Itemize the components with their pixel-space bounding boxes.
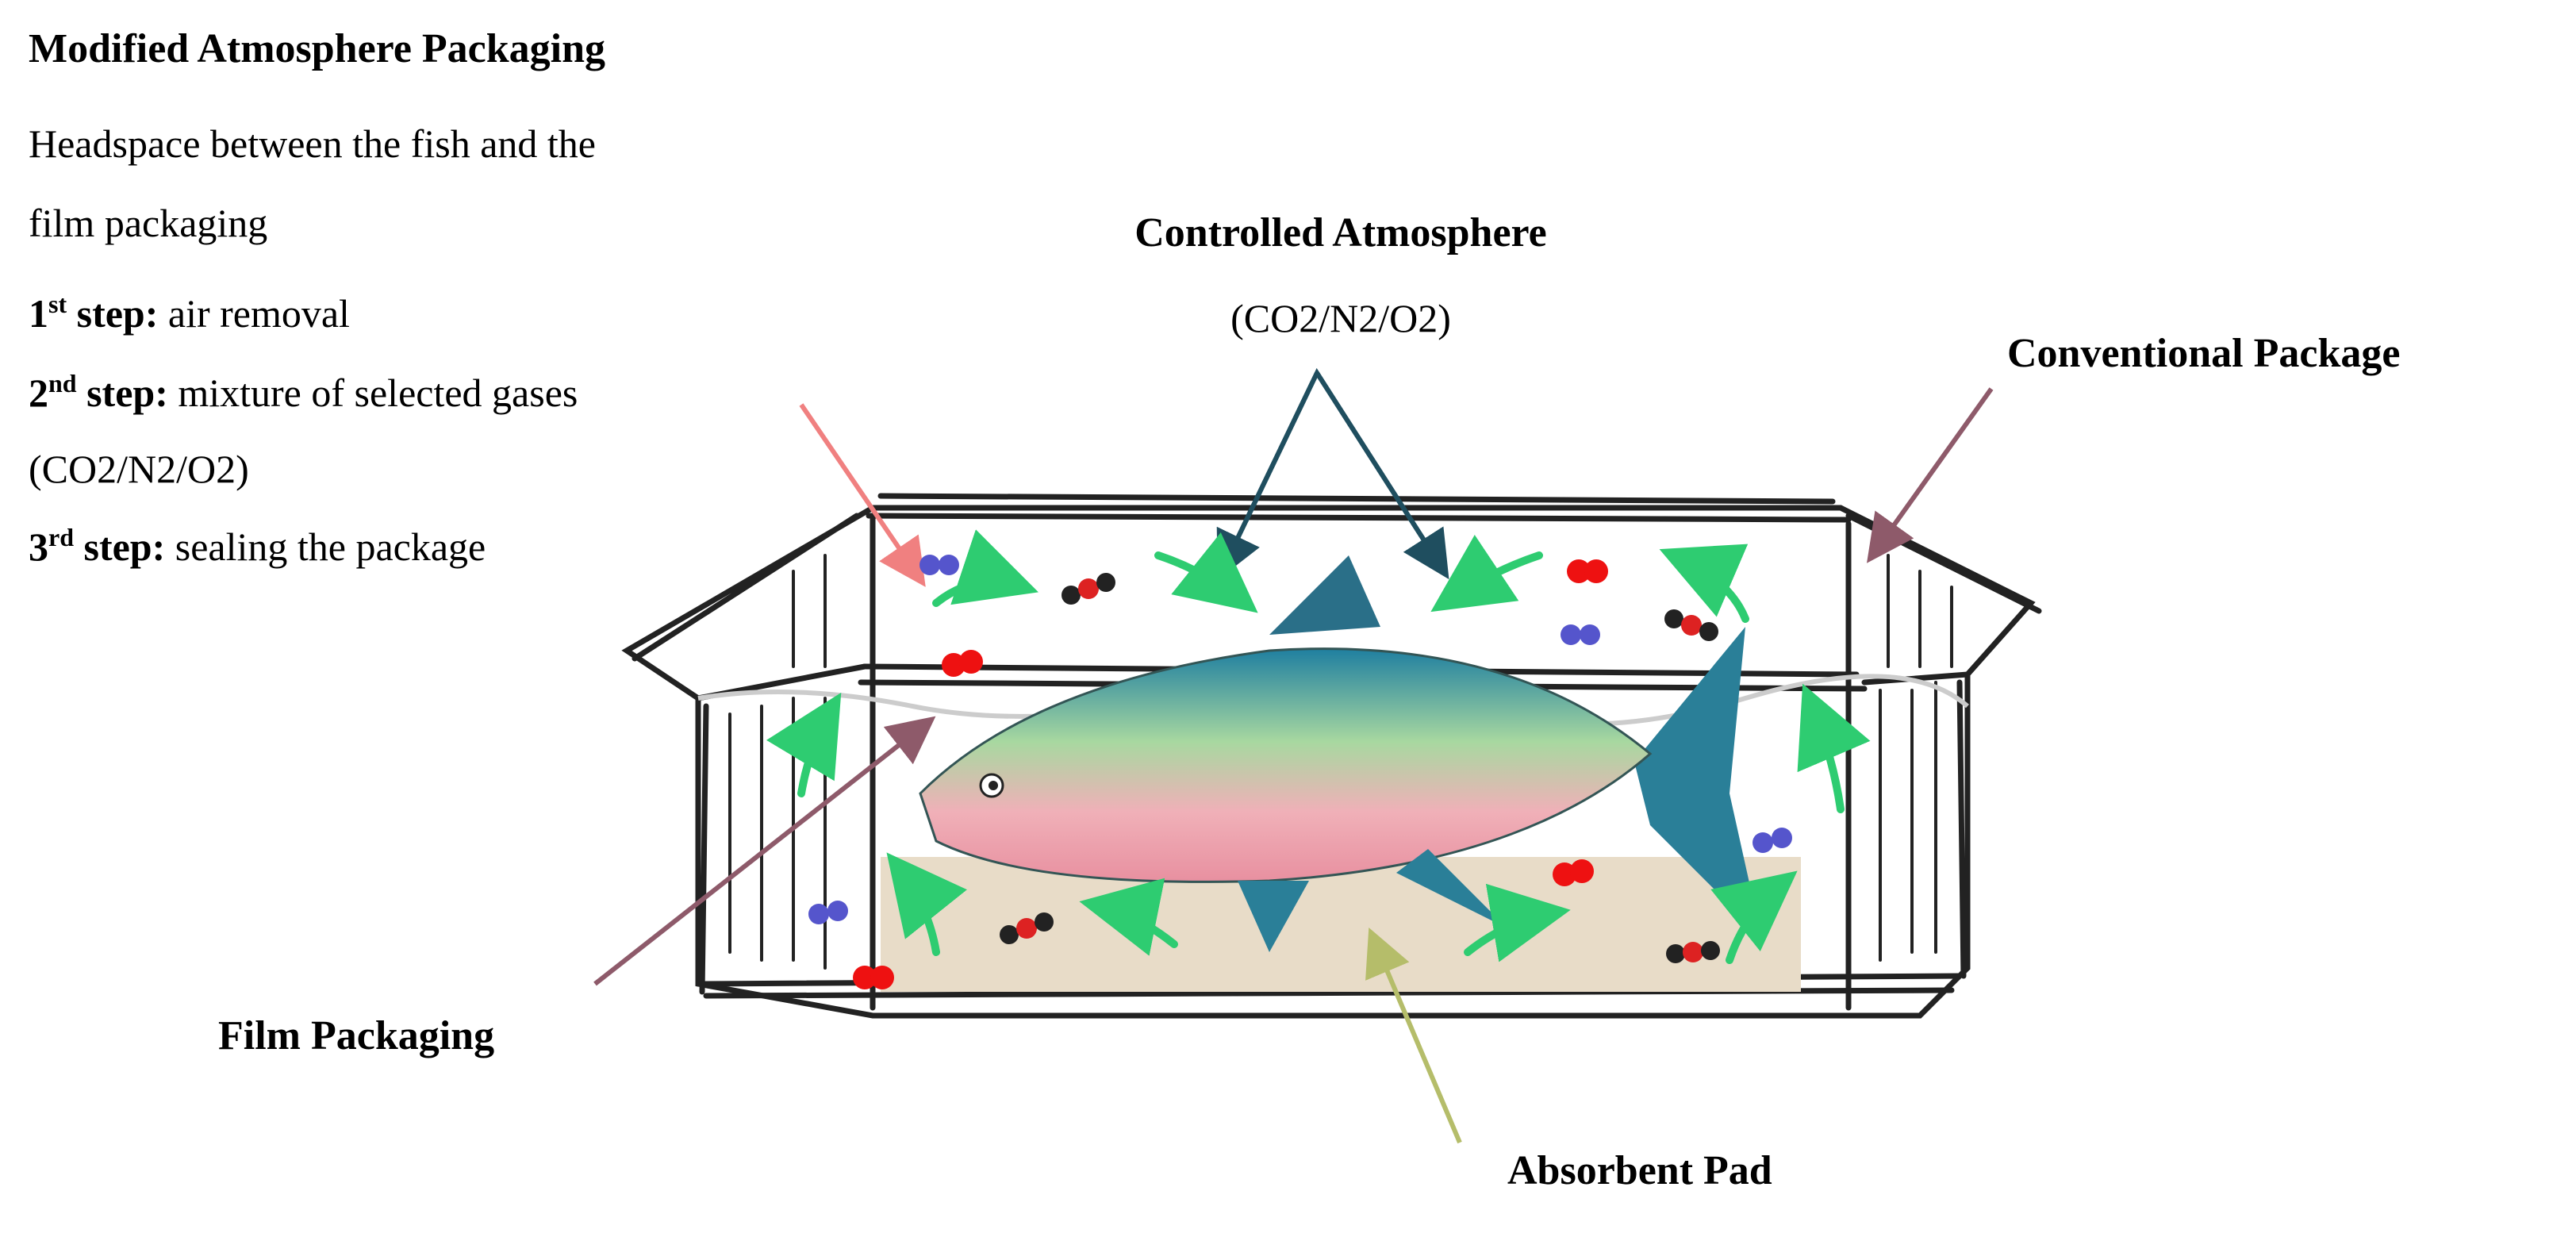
o2-molecule xyxy=(1553,859,1594,886)
co2-molecule xyxy=(1666,941,1720,963)
conventional-package-label: Conventional Package xyxy=(2007,331,2400,376)
absorbent-pad-arrow xyxy=(1365,927,1462,1144)
step-2-gases: (CO2/N2/O2) xyxy=(29,447,249,491)
co2-molecule xyxy=(1061,573,1115,605)
n2-molecule xyxy=(1561,624,1600,645)
film-packaging-label: Film Packaging xyxy=(218,1013,494,1058)
absorbent-pad-label: Absorbent Pad xyxy=(1507,1148,1772,1193)
gas-molecules xyxy=(808,555,1792,989)
controlled-atmosphere-label: Controlled Atmosphere xyxy=(1134,210,1547,255)
headspace-arrow xyxy=(799,403,926,587)
co2-molecule xyxy=(1000,912,1054,944)
conventional-package-arrow xyxy=(1867,387,1994,563)
o2-molecule xyxy=(942,650,983,677)
n2-molecule xyxy=(1753,828,1792,853)
gas-flow-arrows xyxy=(766,529,1871,964)
step-1: 1st step: air removal xyxy=(29,290,350,336)
o2-molecule xyxy=(1567,559,1608,583)
step-2: 2nd step: mixture of selected gases xyxy=(29,369,578,415)
description-line: film packaging xyxy=(29,201,267,245)
description-line: Headspace between the fish and the xyxy=(29,121,596,166)
n2-molecule xyxy=(808,901,848,924)
film-packaging-arrow xyxy=(593,716,936,986)
fish-illustration xyxy=(919,555,1761,952)
step-3: 3rd step: sealing the package xyxy=(29,523,486,569)
pointer-arrows xyxy=(593,367,1994,1144)
title: Modified Atmosphere Packaging xyxy=(29,26,605,71)
controlled-atmosphere-arrow xyxy=(1219,367,1446,573)
o2-molecule xyxy=(853,966,894,989)
controlled-gases-label: (CO2/N2/O2) xyxy=(1230,296,1451,340)
co2-molecule xyxy=(1664,609,1718,641)
n2-molecule xyxy=(919,555,959,575)
